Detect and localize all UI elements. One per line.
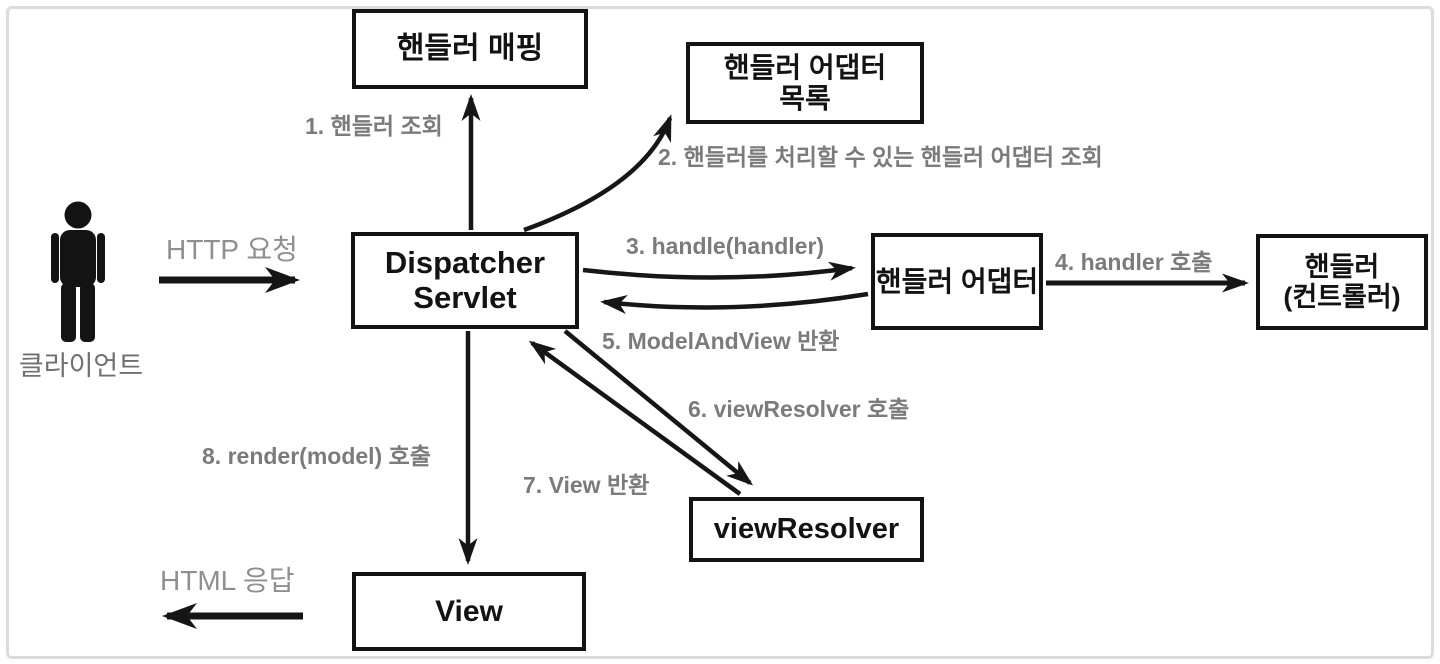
step5-label: 5. ModelAndView 반환 bbox=[602, 328, 840, 354]
dispatcher-servlet-box: Dispatcher Servlet bbox=[351, 232, 579, 329]
step7-label: 7. View 반환 bbox=[523, 472, 650, 498]
client-person-icon bbox=[51, 201, 105, 342]
arrow-step3-handle bbox=[582, 261, 856, 281]
view-box: View bbox=[352, 572, 586, 651]
html-response-label: HTML 응답 bbox=[160, 565, 295, 596]
arrow-step2-adapter-lookup bbox=[523, 114, 673, 233]
arrow-step5-modelandview-return bbox=[600, 291, 869, 314]
client-label: 클라이언트 bbox=[18, 351, 144, 381]
handler-adapter-box: 핸들러 어댑터 bbox=[871, 233, 1043, 330]
arrow-step6-viewresolver-call bbox=[563, 329, 754, 486]
step4-label: 4. handler 호출 bbox=[1055, 249, 1213, 275]
step2-label: 2. 핸들러를 처리할 수 있는 핸들러 어댑터 조회 bbox=[658, 144, 1103, 170]
arrow-step7-view-return bbox=[528, 340, 742, 496]
handler-adapter-list-box: 핸들러 어댑터 목록 bbox=[686, 42, 924, 124]
step6-label: 6. viewResolver 호출 bbox=[688, 396, 910, 422]
handler-controller-box: 핸들러 (컨트롤러) bbox=[1256, 234, 1428, 330]
step3-label: 3. handle(handler) bbox=[626, 233, 825, 259]
step8-label: 8. render(model) 호출 bbox=[202, 443, 431, 469]
step1-label: 1. 핸들러 조회 bbox=[305, 113, 443, 139]
handler-mapping-box: 핸들러 매핑 bbox=[352, 9, 588, 89]
view-resolver-box: viewResolver bbox=[689, 497, 924, 562]
http-request-label: HTTP 요청 bbox=[166, 234, 298, 265]
